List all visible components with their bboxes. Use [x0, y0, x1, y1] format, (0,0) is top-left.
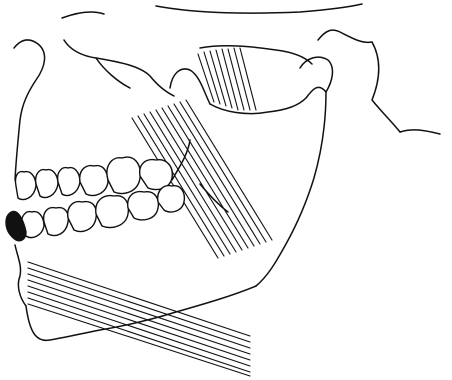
coronoid-process — [170, 69, 210, 104]
upper-muscle-fibers — [198, 48, 256, 110]
lower-muscle-fibers — [28, 262, 250, 376]
skull-outline — [14, 4, 440, 306]
mandibular-condyle — [300, 57, 332, 92]
